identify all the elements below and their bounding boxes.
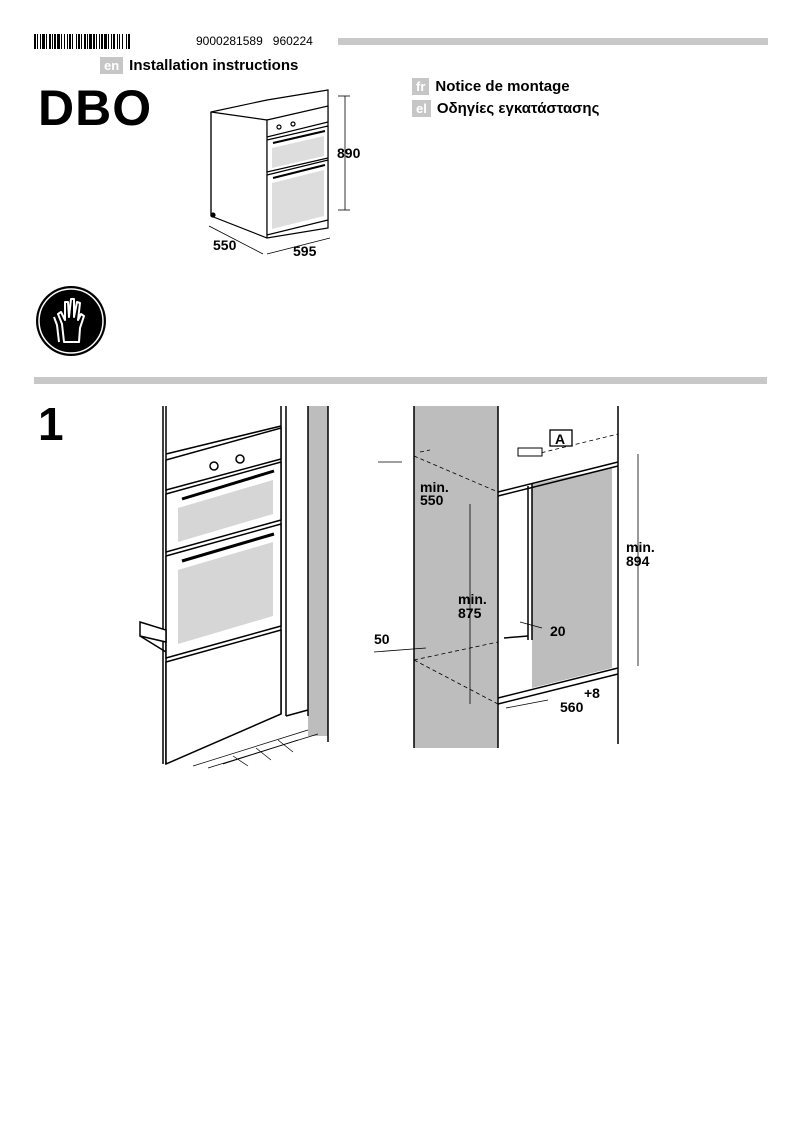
dim-width: 595 [293,243,317,259]
dim-depth: 550 [420,492,444,508]
dim-width: 560 [560,699,584,715]
lang-title-el: Οδηγίες εγκατάστασης [436,100,600,117]
dim-height-inner: 875 [458,605,482,621]
dim-height-outer: 894 [626,553,650,569]
barcode-bar [78,34,80,49]
language-heading-en: en Installation instructions [100,57,298,75]
gloves-icon [36,286,106,356]
barcode-bar [40,34,41,49]
barcode-bar [113,34,115,49]
lang-code-fr: fr [412,78,430,95]
doc-revision: 960224 [272,34,313,48]
barcode-bar [87,34,88,49]
barcode-bar [52,34,53,49]
barcode-bar [93,34,95,49]
barcode-bar [108,34,109,49]
barcode-bar [57,34,60,49]
appliance-overview-diagram: 890 550 595 [208,89,361,259]
doc-number: 9000281589 [196,34,263,48]
left-wall [414,406,498,748]
back-wall [532,468,612,688]
barcode-bar [49,34,51,49]
installed-oven-diagram [139,406,329,769]
barcode-bar [126,34,127,49]
bracket-a-label-box [549,429,573,447]
barcode [34,34,130,49]
barcode-bar [54,34,56,49]
barcode-bar [46,34,47,49]
barcode-bar [96,34,97,49]
barcode-bar [76,34,77,49]
barcode-bar [111,34,112,49]
barcode-bar [67,34,68,49]
bracket-a-label: A [555,431,565,447]
barcode-bar [84,34,86,49]
language-heading-fr: fr Notice de montage [412,78,570,96]
barcode-bar [61,34,62,49]
dim-height-inner-min: min. [458,591,487,607]
barcode-bar [81,34,82,49]
step-number: 1 [38,398,64,450]
barcode-bar [89,34,92,49]
barcode-bar [69,34,71,49]
barcode-bar [119,34,120,49]
barcode-bar [122,34,123,49]
dim-width-tolerance: +8 [584,685,600,701]
niche-dimensions-diagram: A min. 550 min. 875 min. 894 50 20 +8 56… [373,406,655,748]
barcode-bar [101,34,103,49]
dim-strip: 20 [550,623,566,639]
barcode-bar [117,34,118,49]
document-number: 9000281589 960224 [196,34,313,49]
model-title: DBO [38,80,153,136]
dim-offset-front: 50 [374,631,390,647]
lang-title-en: Installation instructions [129,57,299,74]
top-rule [338,38,768,45]
barcode-bar [128,34,130,49]
barcode-bar [99,34,100,49]
barcode-bar [104,34,107,49]
dim-height-outer-min: min. [626,539,655,555]
barcode-bar [42,34,45,49]
bracket-a [517,447,543,457]
language-heading-el: el Οδηγίες εγκατάστασης [412,100,599,118]
dim-height: 890 [337,145,361,161]
dim-depth-min: min. [420,479,449,495]
barcode-bar [72,34,73,49]
barcode-bar [64,34,65,49]
barcode-bar [34,34,36,49]
lang-title-fr: Notice de montage [435,78,570,95]
lang-code-en: en [100,57,124,74]
barcode-bar [37,34,38,49]
section-rule [34,377,767,384]
lang-code-el: el [412,100,431,117]
dim-depth: 550 [213,237,237,253]
